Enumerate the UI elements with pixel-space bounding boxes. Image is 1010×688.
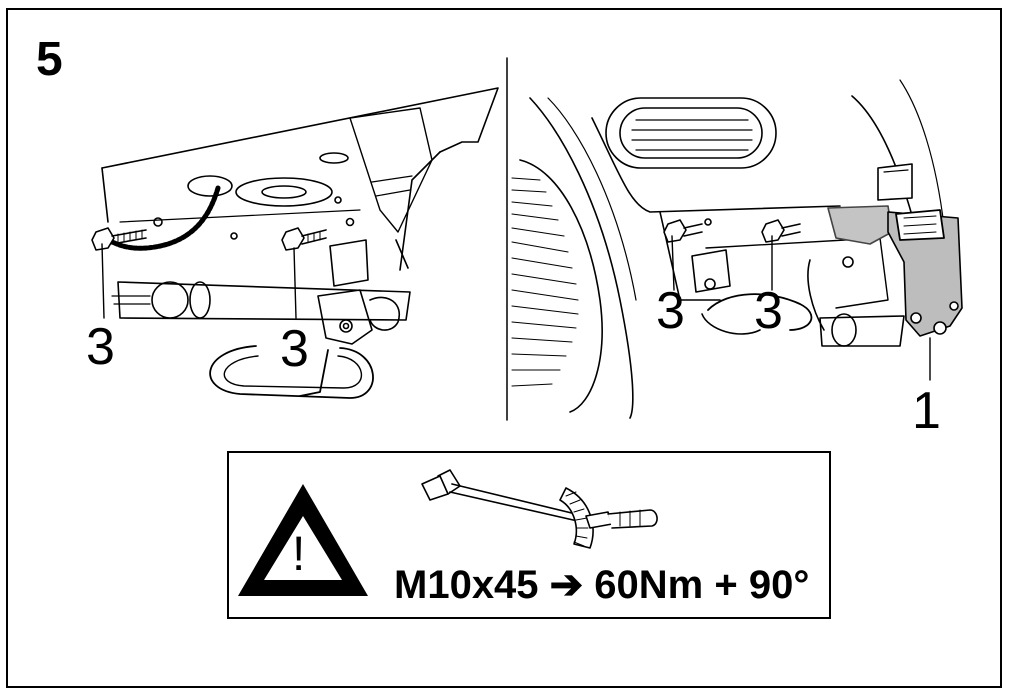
left-view xyxy=(91,87,499,399)
left-bolt-1 xyxy=(91,227,147,251)
step-number: 5 xyxy=(36,33,63,86)
left-body-panel xyxy=(101,87,499,169)
left-exhaust-pipe xyxy=(117,281,411,321)
left-oval-opening xyxy=(235,177,333,207)
instruction-page: 5 xyxy=(6,8,1002,688)
right-bolt-2 xyxy=(761,219,801,243)
torque-wrench-icon xyxy=(421,469,658,549)
torque-spec-box: ! M10x45 ➔ 60Nm + 90° xyxy=(227,451,831,619)
left-leader-2 xyxy=(293,247,297,319)
left-sensor-block xyxy=(329,239,369,287)
warning-exclamation: ! xyxy=(292,528,305,581)
right-bolt-1 xyxy=(663,219,703,243)
callout-3-left-a: 3 xyxy=(86,318,115,376)
callout-3-left-b: 3 xyxy=(280,320,309,378)
installation-illustration: 3 3 3 3 1 ! M10x45 xyxy=(86,57,963,619)
torque-spec-text: M10x45 ➔ 60Nm + 90° xyxy=(394,563,809,607)
bracket-shaded-arm xyxy=(827,205,893,245)
callout-3-right-a: 3 xyxy=(656,282,685,340)
callout-3-right-b: 3 xyxy=(754,282,783,340)
right-exhaust xyxy=(819,315,905,347)
left-hitch-loop xyxy=(209,345,374,399)
right-tire-outline xyxy=(519,159,603,413)
callout-1-bracket: 1 xyxy=(912,382,941,440)
bracket-part-1 xyxy=(887,211,963,337)
right-vent-opening xyxy=(605,97,777,169)
warning-triangle-icon xyxy=(238,484,368,596)
left-leader-1 xyxy=(101,243,105,319)
right-leader-1 xyxy=(671,235,675,291)
left-bolt-2 xyxy=(281,227,327,251)
right-view xyxy=(511,79,963,419)
left-wire-harness xyxy=(103,185,221,251)
